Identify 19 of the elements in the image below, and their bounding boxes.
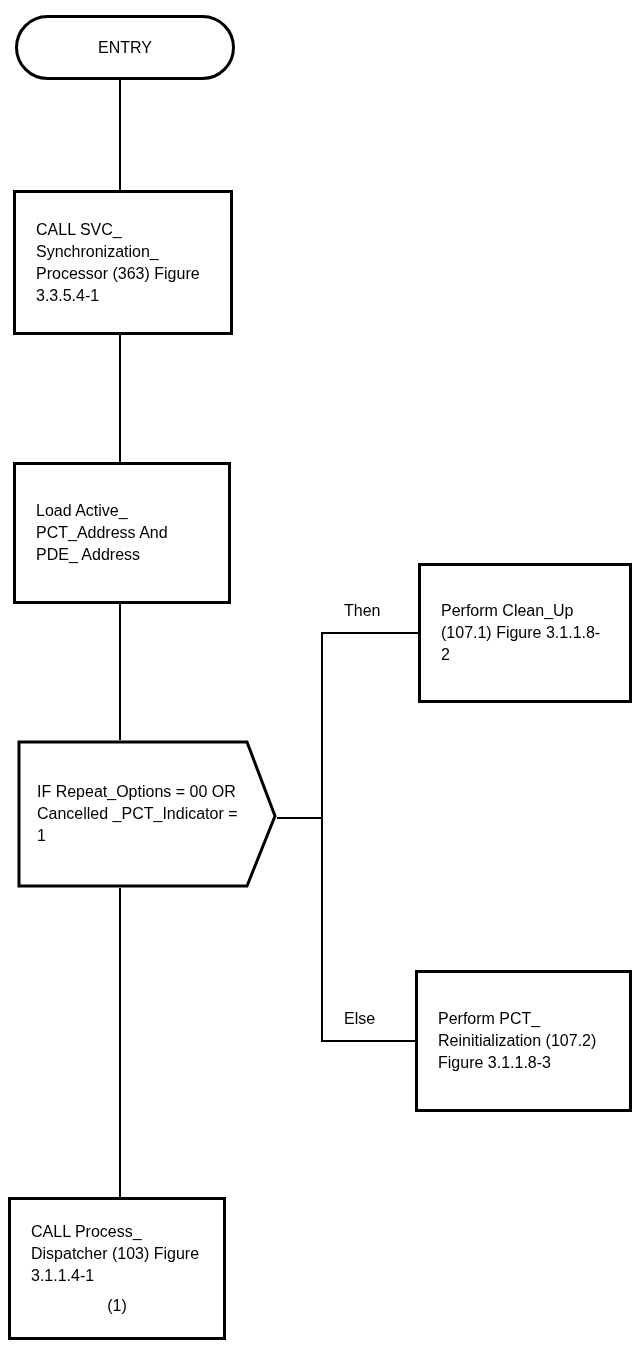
connector-line	[119, 887, 121, 1198]
node-text: CALL SVC_ Synchronization_ Processor (363) Figure 3.3.5.4-1	[36, 219, 201, 306]
node-text: (1)	[107, 1295, 127, 1316]
process-box	[13, 462, 231, 604]
process-box	[418, 563, 632, 703]
node-text: Perform Clean_Up (107.1) Figure 3.1.1.8-2	[441, 601, 602, 665]
node-text: ENTRY	[98, 37, 152, 58]
connector-line	[276, 817, 416, 1042]
connector-line	[119, 334, 121, 463]
process-box	[8, 1197, 226, 1340]
node-text: CALL Process_ Dispatcher (103) Figure 3.1.1.4-1	[31, 1221, 201, 1286]
node-text: Load Active_ PCT_Address And PDE_ Address	[36, 501, 169, 565]
decision-shape	[17, 740, 277, 888]
process-box	[13, 190, 233, 335]
node-text: Perform PCT_ Reinitialization (107.2) Figure 3.1.1.8-3	[438, 1009, 598, 1073]
connector-line	[119, 79, 121, 191]
process-box	[415, 970, 632, 1112]
connector-line	[119, 603, 121, 741]
node-text: IF Repeat_Options = 00 OR Cancelled _PCT_Indicator = 1	[37, 782, 239, 846]
